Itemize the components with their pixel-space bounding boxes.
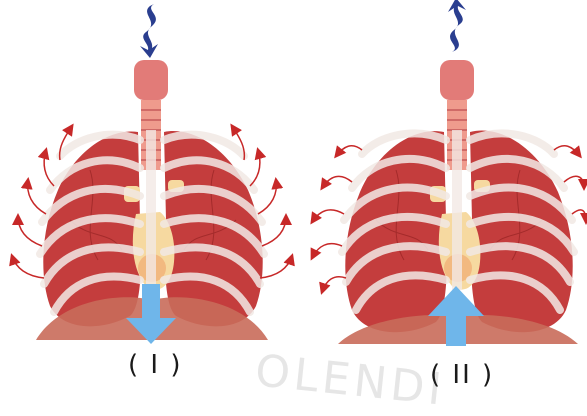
panel-1-exhale (12, 4, 292, 344)
respiration-diagram (0, 0, 587, 401)
air-inflow-arrow (140, 4, 158, 58)
panel-2-label: ( II ) (430, 360, 494, 390)
air-outflow-arrow (448, 0, 466, 52)
panel-1-label: ( I ) (128, 350, 182, 380)
panel-2-inhale (312, 0, 586, 346)
